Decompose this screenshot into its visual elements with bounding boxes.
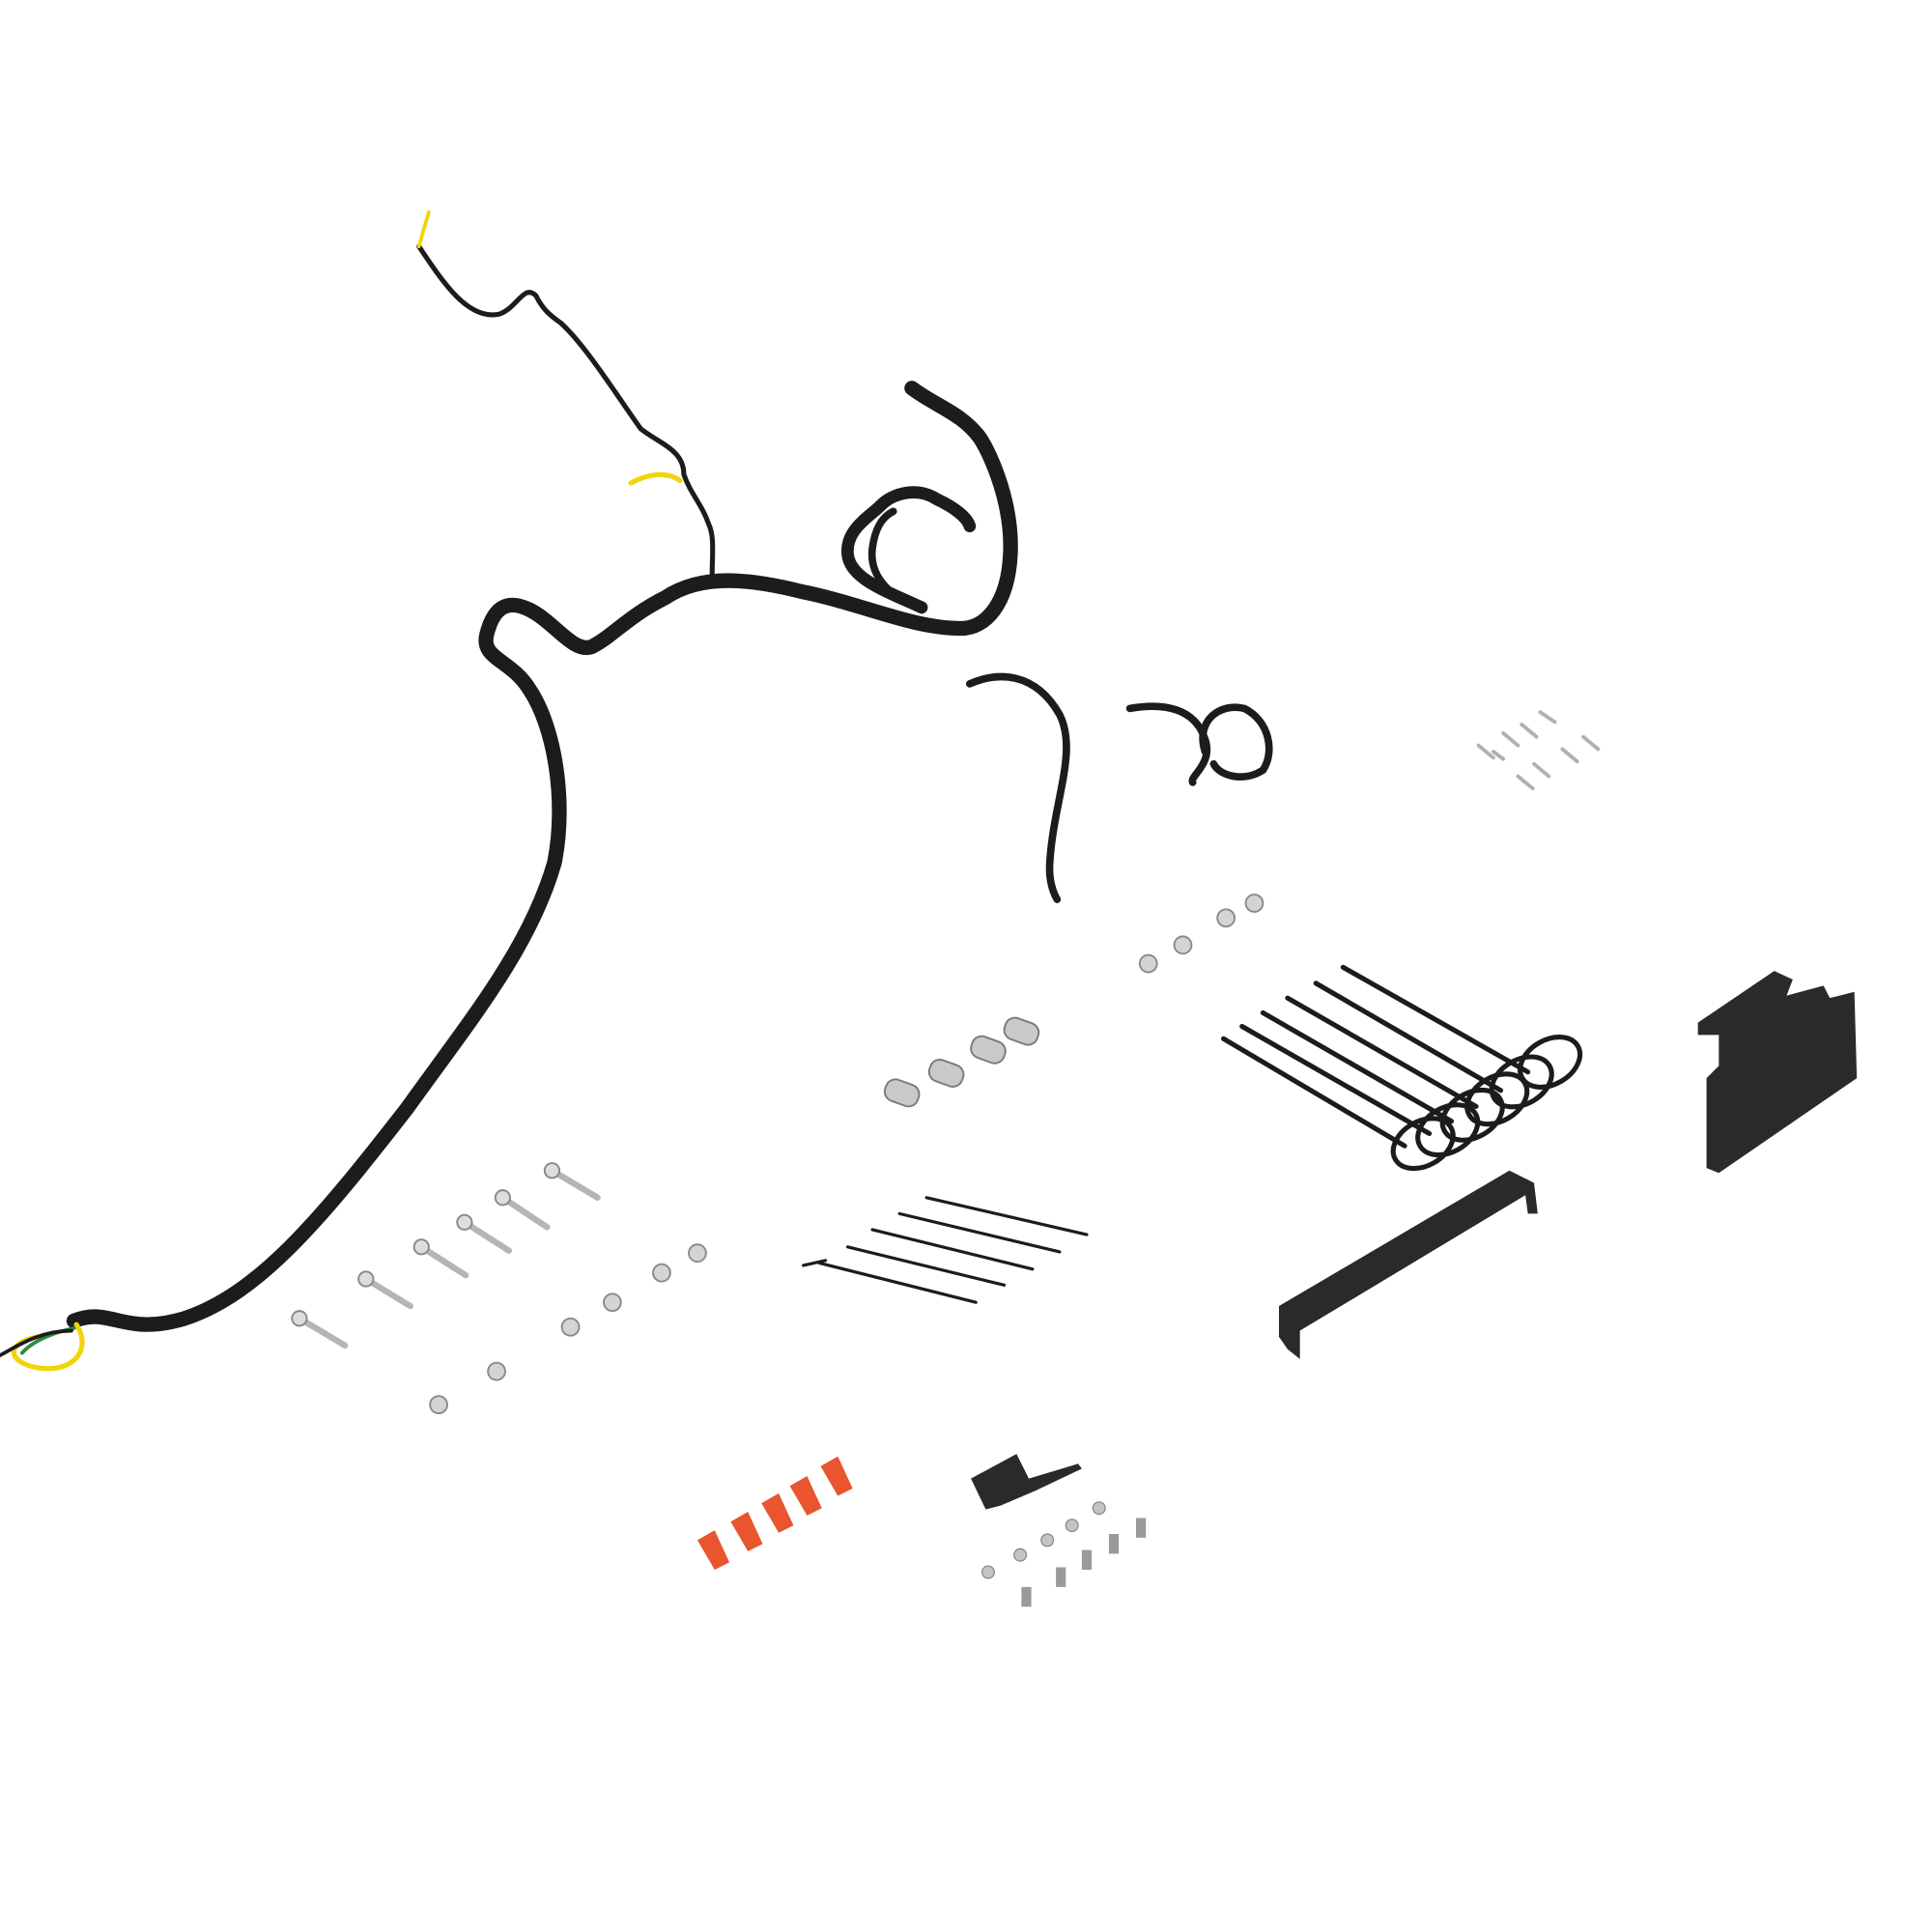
bolts bbox=[291, 1162, 601, 1350]
short-cable-1 bbox=[965, 672, 1070, 903]
orange-caps bbox=[696, 1456, 853, 1570]
harness-wire-ends bbox=[0, 210, 683, 1372]
small-cable-ties bbox=[802, 1196, 1089, 1304]
terminals bbox=[1476, 710, 1601, 791]
small-bracket bbox=[971, 1454, 1082, 1510]
long-bracket bbox=[1278, 1170, 1538, 1359]
small-screws bbox=[980, 1501, 1106, 1579]
large-bracket bbox=[1697, 971, 1858, 1174]
clip-nuts bbox=[1021, 1518, 1147, 1607]
large-cable-ties bbox=[1221, 964, 1583, 1172]
nuts bbox=[429, 894, 1264, 1414]
spacers bbox=[883, 1016, 1040, 1108]
short-cable-2 bbox=[1125, 702, 1273, 786]
main-wiring-harness bbox=[66, 243, 1018, 1332]
